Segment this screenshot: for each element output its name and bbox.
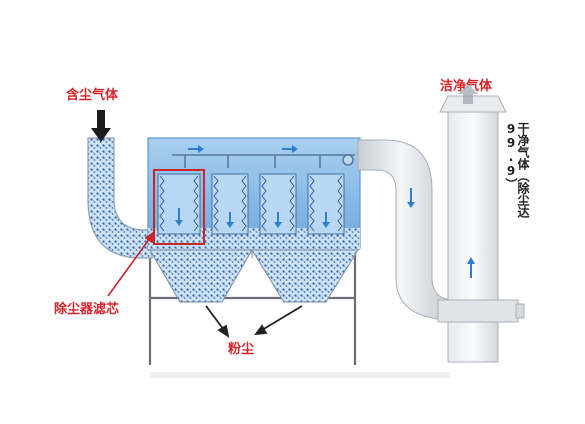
outlet-duct [357,139,456,321]
down-arrow-icon [226,212,234,228]
filter-pointer-arrow [107,230,156,297]
inlet-pipe [87,137,153,259]
down-arrow-icon [274,212,282,228]
filter-highlight-box [153,169,205,245]
down-arrow-icon [91,110,111,142]
ground-shadow [150,372,450,378]
down-arrow-icon [322,212,330,228]
dust-label: 粉尘 [228,342,255,357]
right-arrow-icon [188,145,204,153]
clean-gas-label: 洁净气体 [440,79,493,94]
right-arrow-icon [282,145,298,153]
filter-pleats [159,175,343,232]
exhaust-stack [437,84,525,363]
filter-element-label: 除尘器滤芯 [54,302,120,317]
internal-flow-arrows [175,145,330,228]
clean-air-manifold [172,154,355,168]
down-arrow-icon [175,208,183,226]
up-arrow-icon [458,84,478,104]
up-arrow-icon [467,257,475,278]
dust-pointer-arrows [205,305,303,338]
dry-clean-gas-vertical-label: 干净气体（除尘达99.9） [504,122,530,218]
down-arrow-icon [407,188,415,208]
dusty-gas-label: 含尘气体 [66,88,119,103]
